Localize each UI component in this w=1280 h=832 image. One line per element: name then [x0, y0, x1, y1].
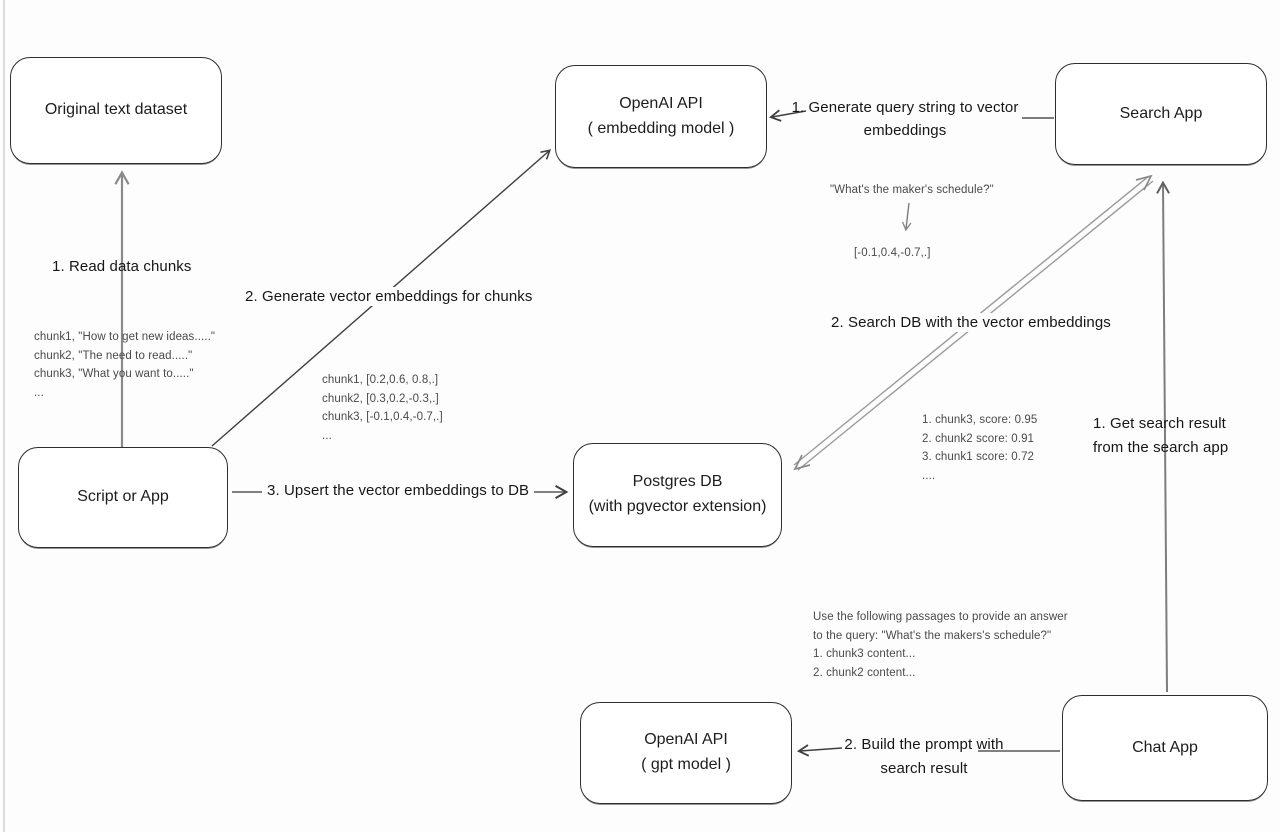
edge-label-read-chunks: 1. Read data chunks [52, 258, 192, 275]
annotation-prompt-preview: Use the following passages to provide an… [813, 611, 1068, 679]
edge-label-query-to-vector: 1. Generate query string to vector embed… [791, 99, 1019, 140]
node-script-or-app: Script or App [18, 447, 228, 548]
node-label: Chat App [1132, 738, 1198, 756]
edge-label-build-prompt: 2. Build the prompt with search result [844, 736, 1004, 777]
node-label: Postgres DB [632, 473, 723, 491]
node-label: Script or App [77, 488, 169, 506]
page-left-border [3, 0, 5, 832]
annotation-chunk-vectors: chunk1, [0.2,0.6, 0.8,.] chunk2, [0.3,0.… [322, 374, 443, 442]
node-label: OpenAI API [644, 731, 728, 749]
node-openai-embedding-api: OpenAI API ( embedding model ) [555, 65, 767, 168]
edge-label-generate-embeddings: 2. Generate vector embeddings for chunks [240, 287, 538, 306]
annotation-query-vector: [-0.1,0.4,-0.7,.] [854, 247, 931, 259]
annotation-search-results: 1. chunk3, score: 0.95 2. chunk2 score: … [922, 414, 1038, 482]
node-sublabel: ( embedding model ) [587, 119, 735, 137]
node-sublabel: ( gpt model ) [641, 756, 731, 773]
arrow-build-head [796, 744, 843, 757]
edge-label-search-db: 2. Search DB with the vector embeddings [826, 313, 1116, 332]
node-postgres-db: Postgres DB (with pgvector extension) [573, 443, 782, 547]
annotation-query-example: "What's the maker's schedule?" [830, 184, 994, 196]
arrow-search-db-head-top [1135, 174, 1153, 191]
node-search-app: Search App [1055, 63, 1267, 165]
edge-label-upsert-db: 3. Upsert the vector embeddings to DB [262, 481, 535, 500]
node-chat-app: Chat App [1062, 695, 1268, 801]
arrow-search-db-head-bottom [793, 454, 811, 471]
node-sublabel: (with pgvector extension) [588, 498, 767, 515]
node-label: OpenAI API [619, 94, 703, 112]
node-original-text-dataset: Original text dataset [10, 57, 222, 164]
annotation-chunk-samples: chunk1, "How to get new ideas....." chun… [34, 331, 216, 399]
edge-label-get-result: 1. Get search result from the search app [1093, 415, 1229, 456]
node-label: Original text dataset [44, 101, 188, 119]
node-openai-gpt-api: OpenAI API ( gpt model ) [580, 702, 792, 804]
node-label: Search App [1119, 104, 1203, 122]
arrow-query-to-vector-small [901, 202, 912, 232]
